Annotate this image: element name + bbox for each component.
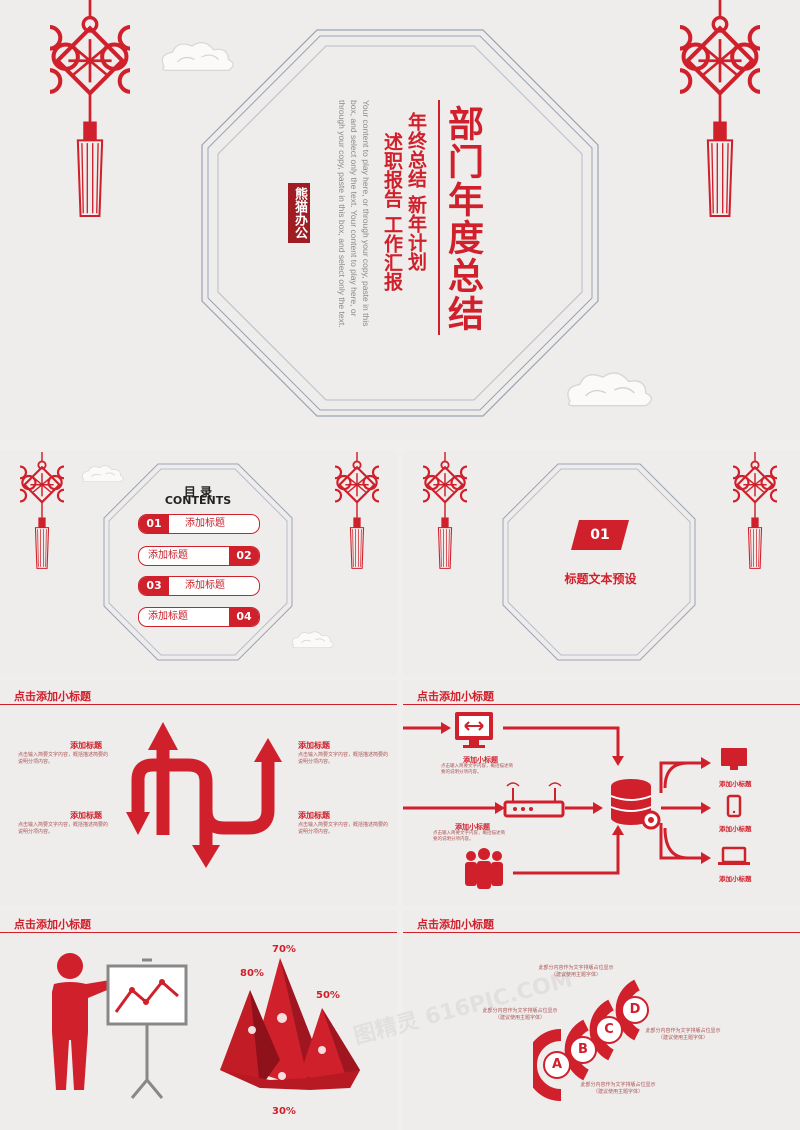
arc-letter-b: B	[578, 1042, 588, 1057]
block-text: 点击输入简要文字内容，概括描述简要的说明分项内容。	[18, 752, 109, 765]
chinese-knot-icon	[20, 452, 64, 570]
interlocking-arrows-graphic	[126, 722, 282, 868]
arc-letter-c: C	[604, 1022, 614, 1037]
toc-item-1[interactable]: 01 添加标题	[138, 514, 260, 534]
slide-heading: 点击添加小标题	[14, 690, 91, 703]
slide-heading: 点击添加小标题	[417, 918, 494, 931]
arc-note-line: （建议使用主题字体）	[550, 972, 601, 978]
arc-note-line: 此部分内容作为文字排版占位显示	[482, 1008, 558, 1014]
octagon-frame	[502, 463, 696, 661]
heading-rule	[0, 932, 397, 933]
chinese-knot-icon	[50, 0, 130, 230]
percent-label: 30%	[272, 1106, 296, 1117]
toc-item-number: 02	[229, 547, 259, 565]
toc-item-4[interactable]: 添加标题 04	[138, 607, 260, 627]
toc-item-number: 01	[139, 515, 169, 533]
presenter-icon	[52, 953, 188, 1099]
arc-note-line: （建议使用主题字体）	[494, 1015, 545, 1021]
abcd-arcs-graphic	[533, 979, 649, 1101]
toc-title: 目 录	[183, 485, 213, 499]
pyramid-slide: 点击添加小标题 70% 80% 50% 30%	[0, 910, 397, 1130]
block-title: 添加标题	[70, 811, 102, 820]
arc-letter-a: A	[551, 1057, 563, 1072]
chinese-knot-icon	[680, 0, 760, 230]
laptop-icon	[718, 846, 750, 865]
block-text: 点击输入简要文字内容，概括描述简要的说明分项内容。	[18, 822, 109, 835]
percent-label: 50%	[316, 990, 340, 1001]
toc-item-label: 添加标题	[185, 580, 225, 591]
device-label: 添加小标题	[719, 875, 752, 883]
database-icon	[610, 779, 661, 830]
toc-item-2[interactable]: 添加标题 02	[138, 546, 260, 566]
toc-slide: 目 录 CONTENTS 01 添加标题 添加标题 02 03 添加标题 添加标…	[0, 450, 397, 675]
device-label: 添加小标题	[719, 825, 752, 833]
desktop-icon	[721, 748, 747, 770]
device-label: 添加小标题	[719, 780, 752, 788]
slide-heading: 点击添加小标题	[417, 690, 494, 703]
section-slide: 01 标题文本预设	[403, 450, 800, 675]
arc-note-line: （建议使用主题字体）	[657, 1035, 708, 1041]
abcd-slide: 点击添加小标题 A B C D 此部分内容作为文字排版占位显示 （建议使用主题字…	[403, 910, 800, 1130]
brand-stamp: 熊猫办公	[288, 183, 310, 243]
flow-diagram	[403, 712, 750, 889]
arc-letter-d: D	[629, 1002, 641, 1017]
cover-title: 部门年度总结	[442, 105, 483, 333]
flow-text: 点击输入简要文字内容，概括描述简要的说明分项内容。	[441, 764, 513, 775]
phone-icon	[726, 794, 742, 818]
arc-note-line: 此部分内容作为文字排版占位显示	[538, 965, 614, 971]
arc-note: 此部分内容作为文字排版占位显示 （建议使用主题字体）	[465, 1008, 575, 1022]
toc-item-number: 03	[139, 577, 169, 595]
arc-note-line: 此部分内容作为文字排版占位显示	[645, 1028, 721, 1034]
heading-rule	[403, 704, 800, 705]
octagon-frame	[201, 29, 599, 417]
monitor-icon	[455, 712, 493, 748]
toc-item-number: 04	[229, 608, 259, 626]
cover-slide: 部门年度总结 年终总结 新年计划 述职报告 工作汇报 Your content …	[0, 0, 800, 440]
cover-body-text: Your content to play here, or through yo…	[337, 100, 371, 328]
flow-text: 点击输入简要文字内容，概括描述简要的说明分项内容。	[433, 831, 505, 842]
block-title: 添加标题	[70, 741, 102, 750]
toc-subtitle: CONTENTS	[164, 494, 232, 507]
cloud-icon	[292, 631, 334, 649]
slide-heading: 点击添加小标题	[14, 918, 91, 931]
percent-label: 70%	[272, 944, 296, 955]
arc-note-line: （建议使用主题字体）	[592, 1089, 643, 1095]
section-number: 01	[590, 527, 610, 543]
chinese-knot-icon	[423, 452, 467, 570]
toc-item-3[interactable]: 03 添加标题	[138, 576, 260, 596]
chinese-knot-icon	[335, 452, 379, 570]
block-title: 添加标题	[298, 811, 330, 820]
block-title: 添加标题	[298, 741, 330, 750]
arc-note: 此部分内容作为文字排版占位显示 （建议使用主题字体）	[563, 1082, 673, 1096]
arc-note: 此部分内容作为文字排版占位显示 （建议使用主题字体）	[521, 965, 631, 979]
arrows-slide: 点击添加小标题 添加标题 点击输入简要文字内容，概括描述简要的说明分项内容。 添…	[0, 680, 397, 905]
pyramid-chart	[220, 958, 360, 1090]
toc-item-label: 添加标题	[185, 518, 225, 529]
people-icon	[465, 848, 503, 889]
block-text: 点击输入简要文字内容，概括描述简要的说明分项内容。	[298, 752, 389, 765]
toc-item-label: 添加标题	[148, 611, 188, 622]
arc-note: 此部分内容作为文字排版占位显示 （建议使用主题字体）	[628, 1028, 738, 1042]
heading-rule	[0, 704, 397, 705]
percent-label: 80%	[240, 968, 264, 979]
network-slide: 点击添加小标题	[403, 680, 800, 905]
octagon-frame	[103, 463, 293, 661]
flow-label: 添加小标题	[455, 823, 490, 831]
flow-label: 添加小标题	[463, 756, 498, 764]
cover-line-1: 年终总结 新年计划	[405, 112, 427, 271]
chinese-knot-icon	[733, 452, 777, 570]
block-text: 点击输入简要文字内容，概括描述简要的说明分项内容。	[298, 822, 389, 835]
title-divider	[438, 100, 440, 335]
heading-rule	[403, 932, 800, 933]
arc-note-line: 此部分内容作为文字排版占位显示	[580, 1082, 656, 1088]
cover-line-2: 述职报告 工作汇报	[381, 132, 403, 291]
router-icon	[503, 782, 565, 818]
section-title: 标题文本预设	[564, 572, 637, 586]
toc-item-label: 添加标题	[148, 550, 188, 561]
